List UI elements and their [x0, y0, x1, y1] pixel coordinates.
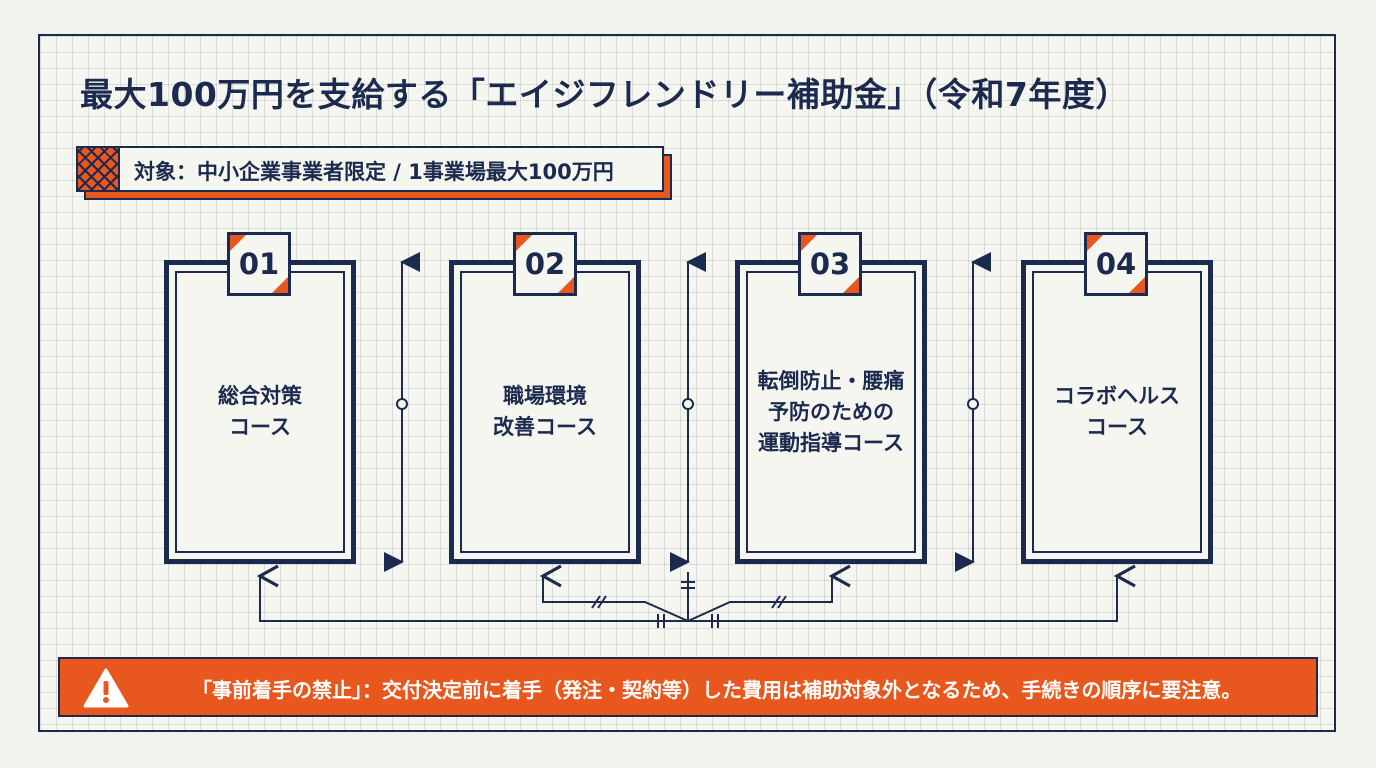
- course-label: コラボヘルス コース: [1054, 384, 1180, 439]
- course-number-badge-02: 02: [513, 232, 577, 296]
- target-banner: 対象：中小企業事業者限定 / 1事業場最大100万円: [76, 146, 672, 200]
- dimension-line-3: [955, 252, 991, 572]
- target-text: 対象：中小企業事業者限定 / 1事業場最大100万円: [134, 160, 614, 184]
- warning-text: 「事前着手の禁止」：交付決定前に着手（発注・契約等）した費用は補助対象外となるた…: [192, 678, 1242, 702]
- course-number-badge-01: 01: [227, 232, 291, 296]
- course-number: 03: [809, 247, 851, 281]
- course-number-badge-04: 04: [1084, 232, 1148, 296]
- warning-banner: 「事前着手の禁止」：交付決定前に着手（発注・契約等）した費用は補助対象外となるた…: [58, 657, 1318, 717]
- course-number: 02: [524, 247, 566, 281]
- page-title: 最大100万円を支給する「エイジフレンドリー補助金」（令和7年度）: [80, 75, 1129, 114]
- course-label: 転倒防止・腰痛 予防のための 運動指導コース: [757, 368, 905, 455]
- course-connector-network: [256, 564, 1136, 628]
- dimension-line-2: [670, 252, 706, 572]
- target-banner-box: 対象：中小企業事業者限定 / 1事業場最大100万円: [76, 146, 664, 192]
- course-card-04: コラボヘルス コース: [1021, 260, 1213, 564]
- course-number-badge-03: 03: [798, 232, 862, 296]
- crosshatch-pattern-icon: [78, 148, 120, 190]
- course-label: 職場環境 改善コース: [493, 384, 597, 439]
- course-card-01: 総合対策 コース: [164, 260, 356, 564]
- course-label: 総合対策 コース: [218, 384, 302, 439]
- course-card-03: 転倒防止・腰痛 予防のための 運動指導コース: [735, 260, 927, 564]
- warning-triangle-icon: [83, 668, 129, 708]
- course-number: 01: [238, 247, 280, 281]
- course-card-02: 職場環境 改善コース: [449, 260, 641, 564]
- course-number: 04: [1095, 247, 1137, 281]
- dimension-line-1: [384, 252, 420, 572]
